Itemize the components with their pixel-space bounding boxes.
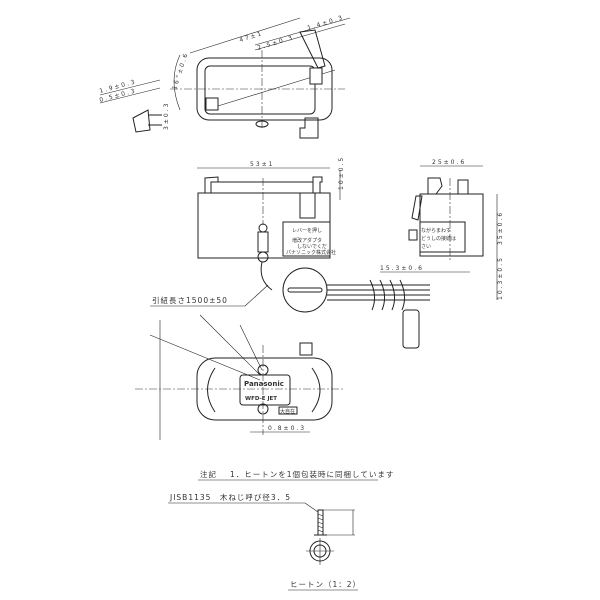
label-line-2: 増改アダプタ	[292, 237, 322, 244]
cord-length: 引紐長さ1500±50	[152, 295, 228, 305]
front-view: 53±1 レバーを押し 増改アダプタ しないでくだ パナソニック株式会社 10±…	[150, 156, 430, 349]
dim-53: 53±1	[250, 161, 274, 168]
dim-25: 25±0.6	[432, 159, 466, 166]
dim-3: 3±0.3	[163, 102, 170, 130]
dim-1-4: 1.4±0.3	[307, 14, 346, 32]
screw-spec: JISB1135 木ねじ呼び径3．5	[169, 492, 291, 502]
dim-10: 10±0.5	[338, 156, 345, 190]
label-line-3: しないでくだ	[297, 243, 327, 250]
dim-10-3: 10.3±0.5	[497, 256, 504, 300]
label-line-1: レバーを押し	[292, 227, 322, 234]
top-view: 47±1 1.4±0.3 2.5±0.3 16°±0.6 1.9±0.3 0.5…	[99, 14, 351, 139]
side-label-1: ながらまわす	[421, 227, 451, 234]
side-view: 25±0.6 ながらまわす どうしの接続は さい 35±0.6 15.3±0.6…	[380, 159, 504, 300]
side-label-3: さい	[421, 243, 431, 250]
brand-logo: Panasonic	[244, 380, 284, 388]
dim-35: 35±0.6	[497, 211, 504, 245]
dim-0-8: 0.8±0.3	[268, 425, 306, 432]
note-label: 注記	[200, 469, 217, 479]
eyebolt-drawing: ヒートン（1：2）	[288, 509, 361, 591]
bottom-view: Panasonic WFD-E JET 大自在 0.8±0.3	[135, 314, 345, 440]
eyebolt-caption: ヒートン（1：2）	[290, 580, 361, 589]
dim-15-3: 15.3±0.6	[380, 265, 424, 272]
label-maker: パナソニック株式会社	[286, 249, 336, 256]
model-name: WFD-E JET	[245, 396, 277, 402]
note-text: 1．ヒートンを1個包装時に同梱しています	[230, 469, 394, 479]
notes: 注記 1．ヒートンを1個包装時に同梱しています JISB1135 木ねじ呼び径3…	[168, 469, 394, 513]
dim-angle: 16°±0.6	[171, 51, 190, 90]
side-label-2: どうしの接続は	[421, 235, 456, 242]
stamp-label: 大自在	[280, 408, 295, 415]
dim-47: 47±1	[239, 30, 264, 44]
